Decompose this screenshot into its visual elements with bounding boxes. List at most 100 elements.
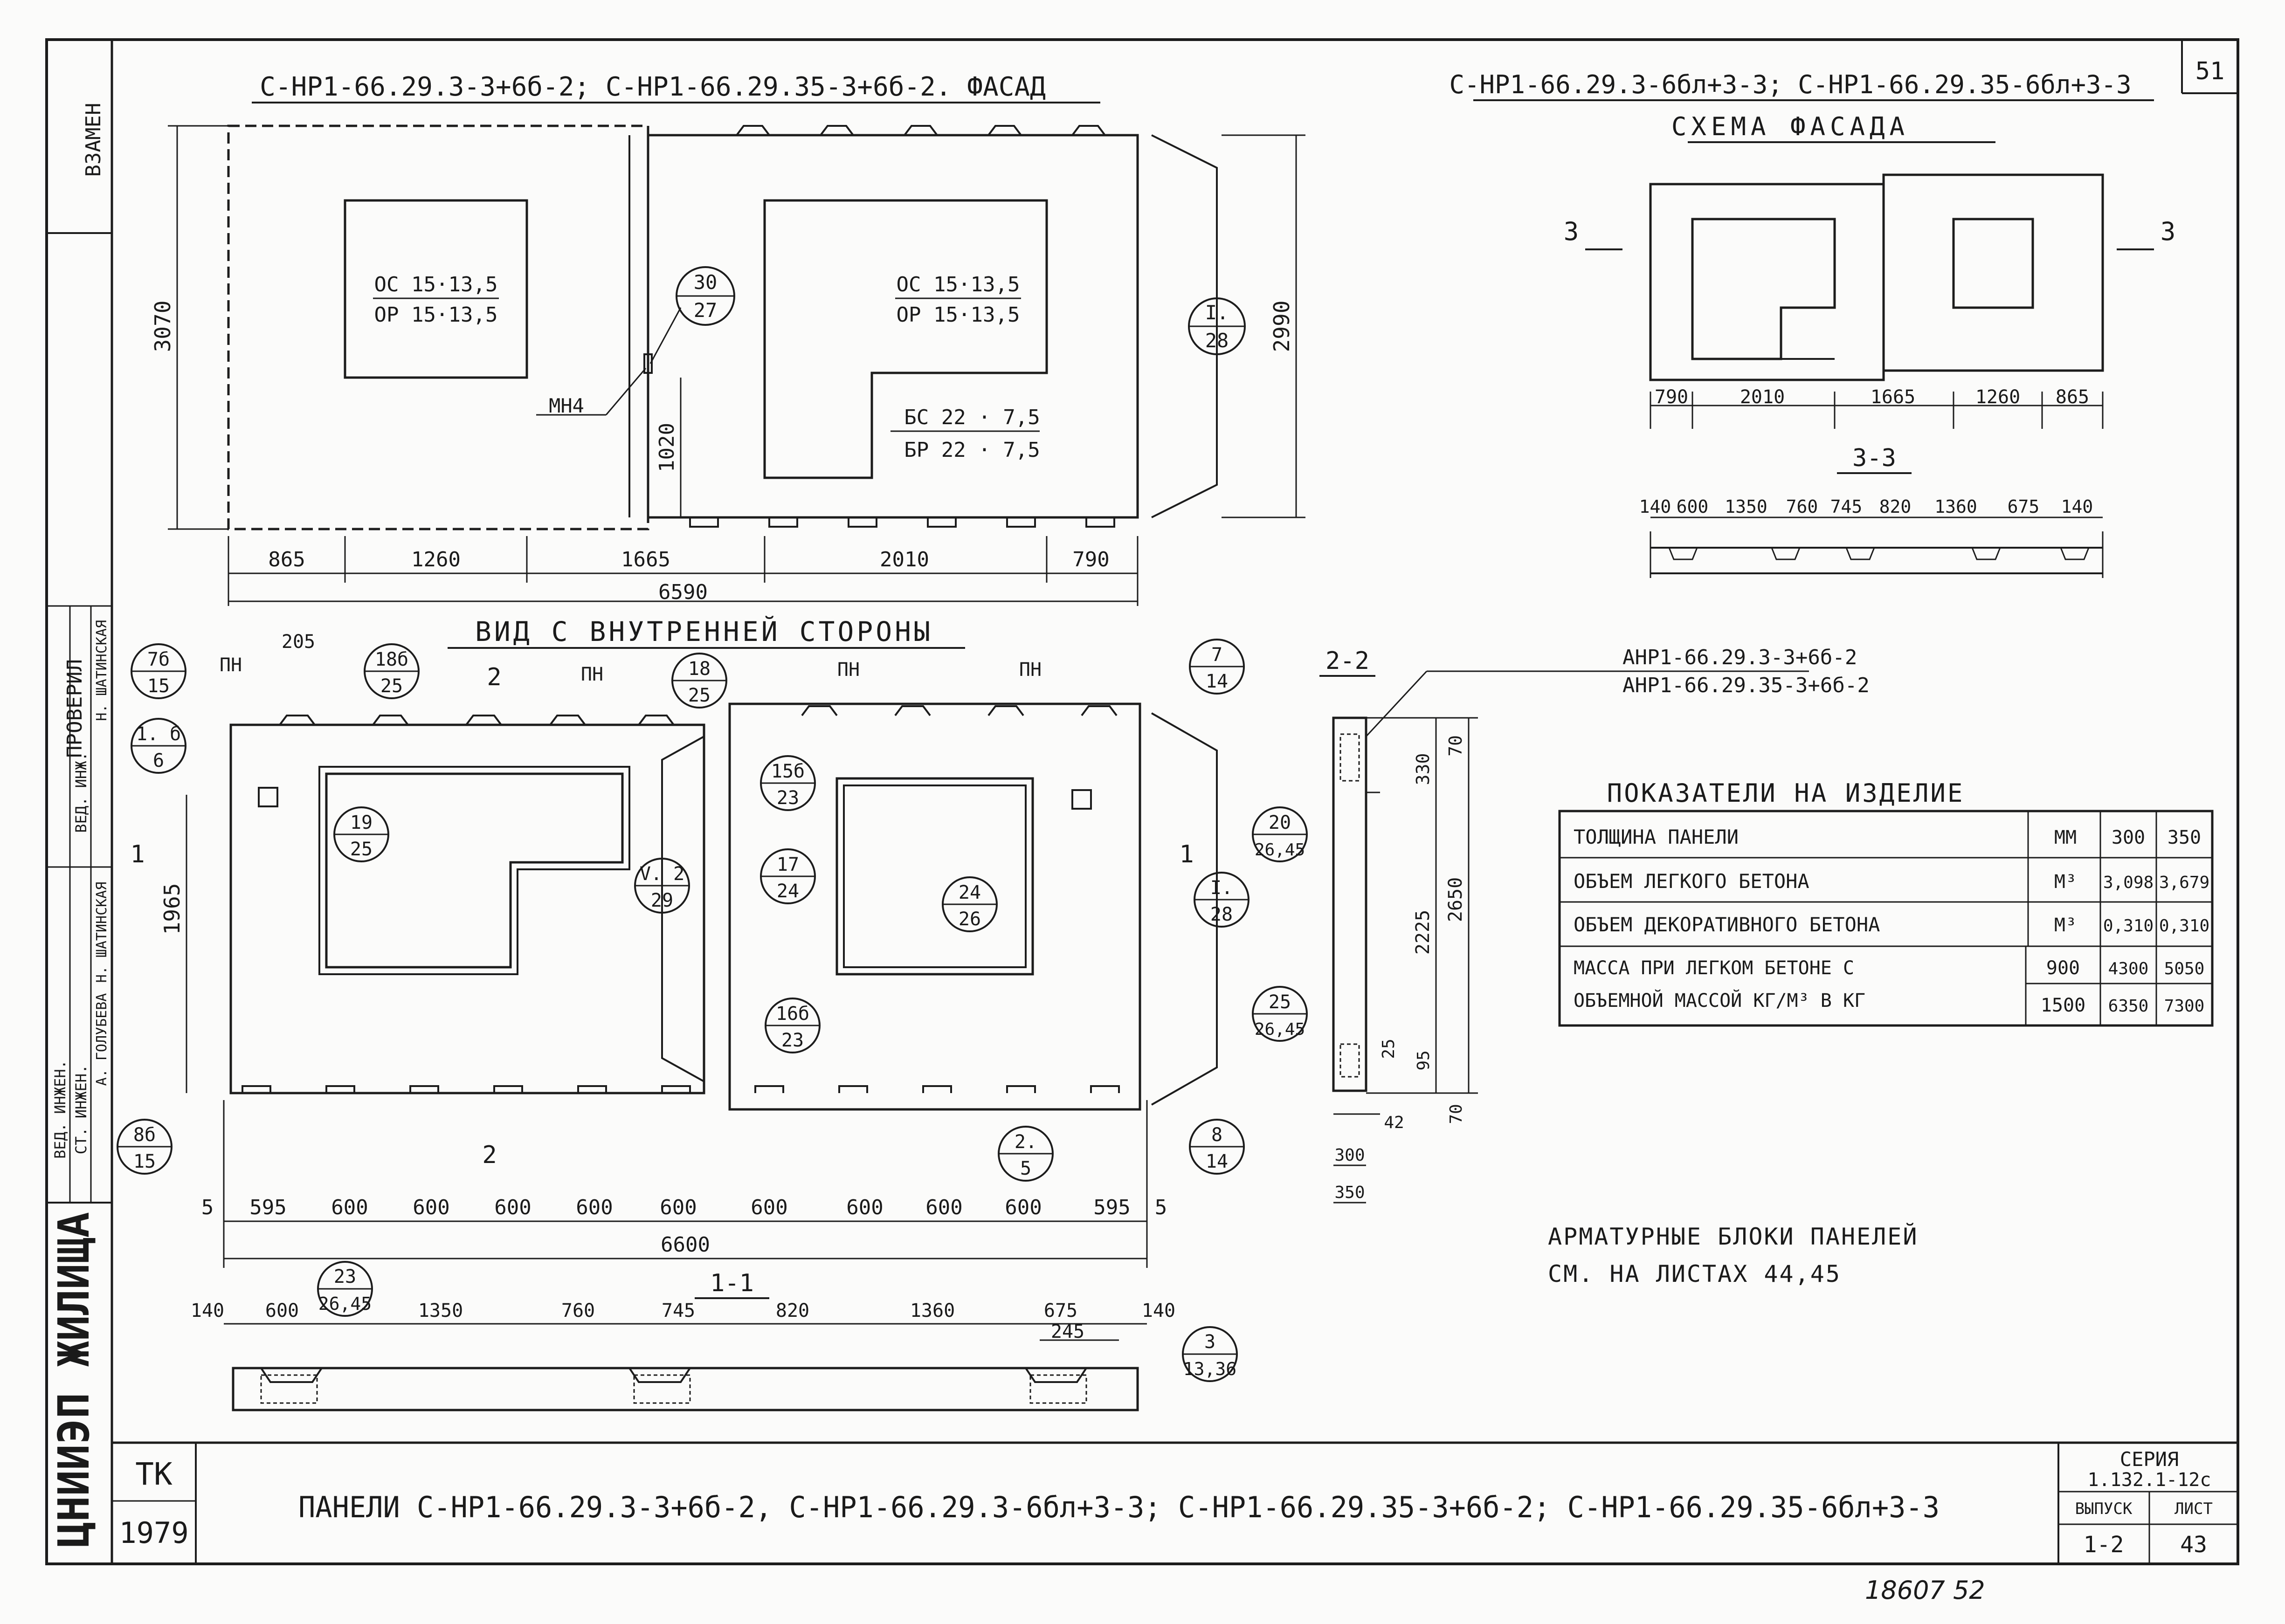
facade-callout-I: I. (1205, 301, 1229, 324)
side-ved-inzh2: ВЕД. ИНЖ. (72, 752, 90, 833)
side-name-3: А. ГОЛУБЕВА (94, 993, 110, 1086)
facade-total: 6590 (658, 580, 708, 604)
int-dim-8: 600 (846, 1196, 883, 1219)
table-row-1-a: 3,098 (2103, 873, 2154, 892)
side-st-inzh: СТ. ИНЖЕН. (72, 1065, 90, 1155)
scheme-sec-dim-1: 600 (1677, 496, 1709, 517)
callout-5: 5 (1020, 1158, 1031, 1179)
scheme-marker-left: 3 (1564, 217, 1579, 246)
facade-door-2: БР 22 · 7,5 (904, 438, 1040, 462)
table-row-2-unit: М³ (2054, 915, 2077, 936)
s22-callout-2645b: 26,45 (1255, 1020, 1305, 1039)
callout-18: 18 (688, 658, 711, 680)
table-row-0-label: ТОЛЩИНА ПАНЕЛИ (1574, 826, 1739, 848)
callout-14a: 14 (1206, 671, 1228, 692)
indicators-table (1558, 810, 2214, 1027)
callout-7b: 7б (147, 649, 170, 670)
section-1-1-drawing (224, 1323, 1147, 1411)
int-dim-0: 5 (201, 1196, 214, 1219)
callout-v2: V. 2 (640, 863, 684, 885)
title-tk: ТК (135, 1456, 173, 1492)
scheme-drawing (1585, 173, 2154, 429)
section-1-1-title: 1-1 (710, 1269, 754, 1297)
scheme-sec-dim-0: 140 (1639, 496, 1671, 517)
pn-label-4: ПН (1019, 659, 1042, 681)
title-list-label: ЛИСТ (2175, 1500, 2213, 1518)
scheme-dim-2: 1665 (1871, 386, 1915, 408)
facade-dimensions (168, 125, 1305, 606)
s11-dim-2: 1350 (418, 1300, 463, 1321)
facade-callout-30: 30 (694, 271, 718, 294)
table-title: ПОКАЗАТЕЛИ НА ИЗДЕЛИЕ (1607, 778, 1965, 808)
callout-6: 6 (153, 750, 164, 771)
s22-dim-350: 350 (1334, 1183, 1365, 1202)
int-dim-5: 600 (576, 1196, 613, 1219)
int-dim-12: 5 (1155, 1196, 1167, 1219)
scheme-sec-dim-8: 140 (2061, 496, 2093, 517)
s11-dim-7: 675 (1044, 1300, 1077, 1321)
title-year: 1979 (119, 1516, 188, 1550)
s22-dim-300: 300 (1334, 1146, 1365, 1165)
sheet-number: 51 (2195, 57, 2225, 85)
table-mass-label-1: МАССА ПРИ ЛЕГКОМ БЕТОНЕ С (1574, 957, 1854, 979)
callout-18b: 18б (375, 649, 408, 670)
facade-callout-27: 27 (694, 299, 718, 322)
scheme-dim-3: 1260 (1975, 386, 2020, 408)
int-dim-11: 595 (1093, 1196, 1130, 1219)
pn-label-3: ПН (837, 659, 860, 681)
scheme-dim-4: 865 (2056, 386, 2089, 408)
interior-title: ВИД С ВНУТРЕННЕЙ СТОРОНЫ (475, 615, 933, 647)
table-mass-label-2: ОБЪЕМНОЙ МАССОЙ КГ/М³ В КГ (1574, 989, 1865, 1012)
callout-23a: 23 (777, 787, 799, 809)
table-mass-1-b: 7300 (2164, 997, 2205, 1016)
table-row-0-a: 300 (2112, 827, 2145, 848)
scheme-sec-dim-4: 745 (1830, 496, 1863, 517)
scheme-marker-right: 3 (2161, 217, 2176, 246)
table-mass-0-a: 4300 (2108, 959, 2149, 978)
s11-dim-0: 140 (191, 1300, 224, 1321)
callout-25a: 25 (380, 675, 403, 697)
table-row-1-unit: М³ (2054, 871, 2077, 893)
scheme-section-drawing (1650, 516, 2104, 578)
s22-callout-25: 25 (1269, 991, 1291, 1013)
s11-dim-3: 760 (561, 1300, 595, 1321)
int-dim-10: 600 (1005, 1196, 1042, 1219)
scheme-title-2: СХЕМА ФАСАДА (1671, 112, 1909, 141)
section-2-2-title: 2-2 (1325, 647, 1369, 675)
facade-dim-4: 790 (1072, 548, 1109, 571)
s11-callout-23: 23 (334, 1266, 356, 1287)
side-name-2: Н. ШАТИНСКАЯ (94, 882, 110, 983)
s22-dim-70a: 70 (1445, 735, 1466, 757)
table-mass-0-density: 900 (2046, 957, 2080, 979)
callout-15b: 15б (771, 761, 805, 782)
title-vypusk: 1-2 (2084, 1532, 2124, 1558)
side-vzamen: ВЗАМЕН (82, 103, 105, 177)
facade-window-right-1: ОС 15·13,5 (897, 273, 1020, 296)
pn-label-2: ПН (581, 664, 603, 685)
table-mass-0-b: 5050 (2164, 959, 2205, 978)
callout-25b: 25 (688, 685, 711, 706)
table-mass-1-density: 1500 (2041, 995, 2085, 1016)
frame (45, 38, 2239, 1565)
scheme-sec-dim-6: 1360 (1934, 496, 1977, 517)
scheme-sec-dim-7: 675 (2008, 496, 2040, 517)
side-org: ЦНИИЭП ЖИЛИЩА (49, 1212, 99, 1548)
table-row-2-label: ОБЪЕМ ДЕКОРАТИВНОГО БЕТОНА (1574, 913, 1880, 936)
facade-door-1: БС 22 · 7,5 (904, 406, 1040, 429)
int-dim-7: 600 (751, 1196, 787, 1219)
facade-window-left-1: ОС 15·13,5 (374, 273, 498, 296)
callout-17: 17 (777, 854, 799, 875)
int-dim-9: 600 (925, 1196, 962, 1219)
callout-16b: 16б (776, 1003, 809, 1025)
s11-callout-2645: 26,45 (318, 1294, 372, 1314)
callout-29: 29 (651, 890, 673, 911)
facade-dim-0: 865 (268, 548, 305, 571)
interior-callouts (117, 639, 1250, 1182)
facade-dim-1: 1260 (411, 548, 461, 571)
s22-dim-42: 42 (1384, 1113, 1404, 1132)
s11-callout-1336: 13,36 (1183, 1359, 1236, 1379)
int-dim-4: 600 (494, 1196, 531, 1219)
callout-28: 28 (1210, 904, 1233, 925)
facade-dim-2: 1665 (621, 548, 670, 571)
section-marker-1-right: 1 (1179, 840, 1194, 868)
